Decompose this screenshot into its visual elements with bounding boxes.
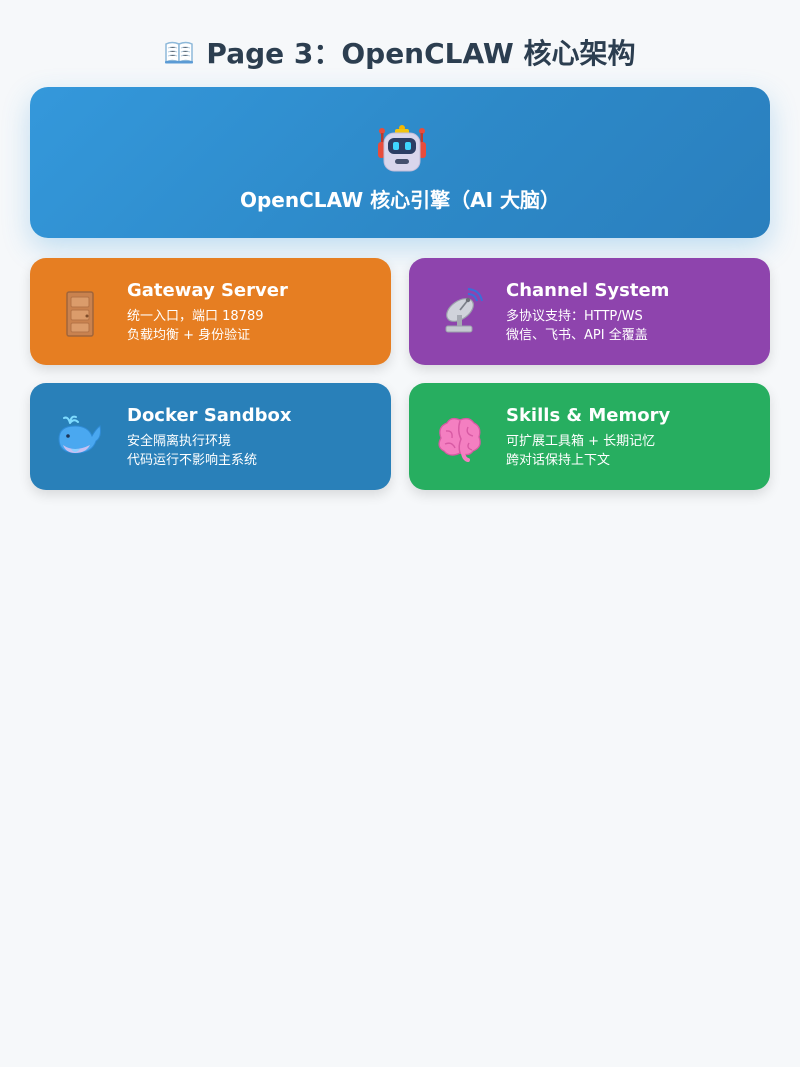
robot-icon: [375, 122, 429, 176]
channel-system-desc-2: 微信、飞书、API 全覆盖: [506, 328, 648, 343]
open-book-icon: [164, 39, 194, 65]
skills-memory-title: Skills & Memory: [506, 405, 671, 426]
brain-icon: [433, 411, 485, 463]
docker-sandbox-desc-1: 安全隔离执行环境: [127, 434, 232, 449]
page-title-text: Page 3：OpenCLAW 核心架构: [206, 37, 636, 70]
docker-sandbox-card: Docker Sandbox 安全隔离执行环境 代码运行不影响主系统: [30, 383, 391, 490]
skills-memory-desc-1: 可扩展工具箱 + 长期记忆: [506, 434, 656, 449]
core-engine-card: OpenCLAW 核心引擎（AI 大脑）: [30, 87, 770, 238]
spouting-whale-icon: [54, 411, 106, 463]
skills-memory-card: Skills & Memory 可扩展工具箱 + 长期记忆 跨对话保持上下文: [409, 383, 770, 490]
gateway-server-desc-2: 负载均衡 + 身份验证: [127, 328, 251, 343]
satellite-antenna-icon: [433, 286, 485, 338]
page-title: Page 3：OpenCLAW 核心架构: [0, 28, 800, 76]
gateway-server-desc-1: 统一入口，端口 18789: [127, 309, 264, 324]
docker-sandbox-desc-2: 代码运行不影响主系统: [127, 453, 258, 468]
gateway-server-title: Gateway Server: [127, 280, 288, 301]
door-icon: [54, 286, 106, 338]
channel-system-card: Channel System 多协议支持：HTTP/WS 微信、飞书、API 全…: [409, 258, 770, 365]
core-engine-label: OpenCLAW 核心引擎（AI 大脑）: [239, 188, 561, 212]
docker-sandbox-title: Docker Sandbox: [127, 405, 292, 426]
channel-system-desc-1: 多协议支持：HTTP/WS: [506, 309, 643, 324]
skills-memory-desc-2: 跨对话保持上下文: [506, 453, 611, 468]
gateway-server-card: Gateway Server 统一入口，端口 18789 负载均衡 + 身份验证: [30, 258, 391, 365]
channel-system-title: Channel System: [506, 280, 670, 301]
